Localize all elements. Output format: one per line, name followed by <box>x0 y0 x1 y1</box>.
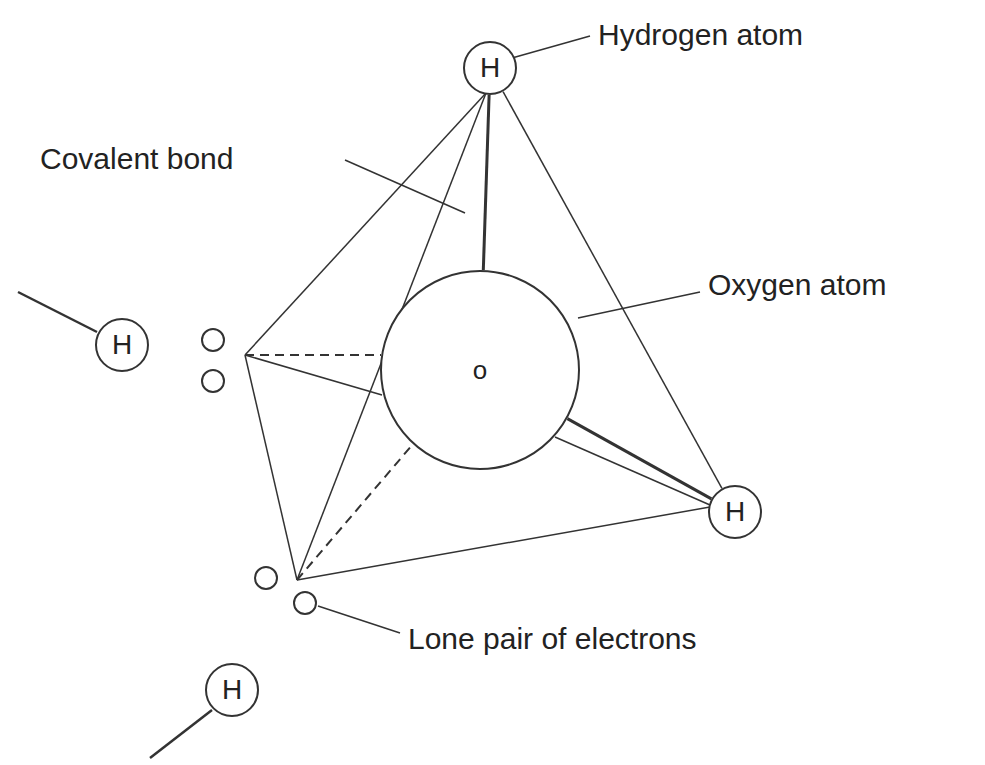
callout-label: Hydrogen atom <box>598 18 803 51</box>
circle-shape <box>381 271 579 469</box>
bond-stub <box>150 710 212 758</box>
hydrogen-atom: H <box>205 663 259 717</box>
atom-symbol: H <box>480 54 500 82</box>
leader-line <box>578 292 700 318</box>
leader-lines <box>318 36 700 633</box>
leader-line <box>345 160 465 213</box>
electron <box>202 329 224 351</box>
dashed-line <box>245 354 381 356</box>
oxygen-atom: o <box>380 270 580 470</box>
callout-label: Oxygen atom <box>708 268 886 301</box>
tetrahedron-lines <box>245 93 710 580</box>
atom-symbol: H <box>112 331 132 359</box>
leader-line <box>318 606 400 633</box>
callout-label: Covalent bond <box>40 142 233 175</box>
bond-stubs <box>18 292 212 758</box>
tetrahedron-edge <box>297 507 710 580</box>
hydrogen-atom: H <box>463 41 517 95</box>
dashed-line <box>297 444 413 580</box>
electron <box>255 567 277 589</box>
electron <box>294 592 316 614</box>
atom-symbol: H <box>222 676 242 704</box>
callout-label: Lone pair of electrons <box>408 622 697 655</box>
circle-shape <box>96 319 148 371</box>
covalent-bond <box>483 95 489 270</box>
circle-shape <box>464 42 516 94</box>
electron <box>202 370 224 392</box>
hydrogen-atom: H <box>95 318 149 372</box>
lone-pairs <box>202 329 316 614</box>
circle-shape <box>206 664 258 716</box>
circle-shape <box>709 486 761 538</box>
tetrahedron-edge <box>555 437 710 505</box>
bond-stub <box>18 292 97 332</box>
hydrogen-atom: H <box>708 485 762 539</box>
tetrahedron-edge <box>245 355 382 395</box>
tetrahedron-edge <box>245 355 297 580</box>
leader-line <box>512 36 590 58</box>
atom-symbol: H <box>725 498 745 526</box>
atom-symbol: o <box>473 357 487 383</box>
